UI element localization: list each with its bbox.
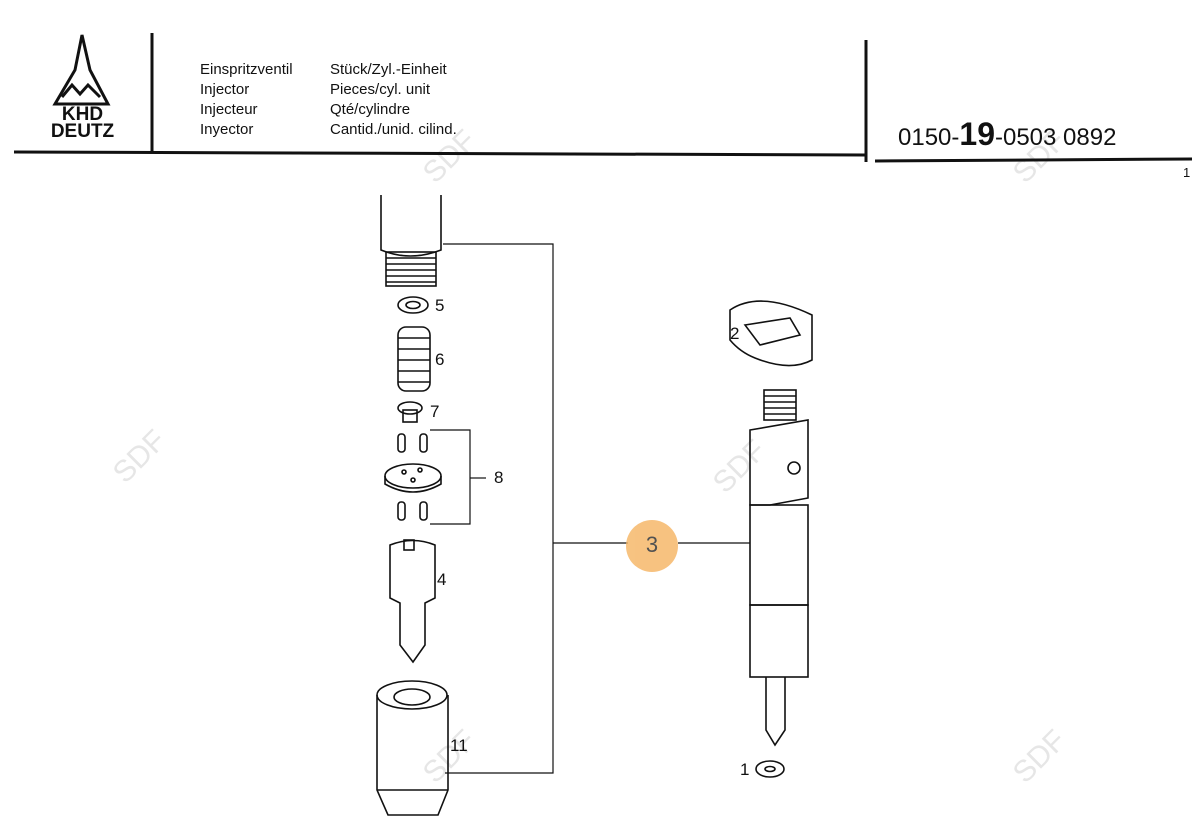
callout-3-highlighted[interactable]: 3 (626, 520, 678, 572)
unit-label-es: Cantid./unid. cilind. (330, 121, 457, 138)
doc-number-suffix: -0503 0892 (994, 124, 1117, 151)
nozzle-retaining-nut[interactable] (376, 680, 449, 816)
callout-3-label: 3 (645, 532, 659, 557)
logo-line-1: KHD (61, 104, 104, 125)
nozzle-holder-body (380, 195, 442, 287)
callout-6[interactable]: 6 (435, 350, 445, 369)
callout-5[interactable]: 5 (435, 296, 445, 315)
unit-label-list: Stück/Zyl.-Einheit Pieces/cyl. unit Qté/… (330, 60, 457, 140)
part-name-en: Injector (200, 81, 250, 98)
logo-line-2: DEUTZ (50, 121, 115, 142)
pressure-pin[interactable] (397, 401, 423, 423)
assembled-injector[interactable] (729, 300, 813, 778)
callout-4[interactable]: 4 (437, 570, 447, 589)
unit-label-de: Stück/Zyl.-Einheit (330, 61, 447, 78)
part-name-fr: Injecteur (200, 101, 258, 118)
document-number: 0150-19-0503 0892 (898, 116, 1116, 153)
unit-label-fr: Qté/cylindre (330, 101, 411, 118)
deutz-logo-icon (52, 34, 111, 106)
unit-label-en: Pieces/cyl. unit (330, 81, 431, 98)
logo-text: KHD DEUTZ (35, 104, 130, 142)
leader-lines (430, 243, 750, 774)
doc-number-prefix: 0150- (898, 124, 960, 151)
callout-11[interactable]: 11 (450, 736, 468, 755)
page-number: 1 (1183, 165, 1191, 180)
shim-washer[interactable] (397, 296, 429, 314)
compression-spring[interactable] (397, 326, 431, 392)
callout-8[interactable]: 8 (494, 468, 504, 487)
part-name-de: Einspritzventil (200, 61, 293, 78)
callout-7[interactable]: 7 (430, 402, 440, 421)
nozzle[interactable] (389, 539, 436, 664)
part-name-es: Inyector (200, 121, 254, 138)
doc-number-group: 19 (959, 116, 995, 152)
callout-2[interactable]: 2 (730, 324, 740, 343)
callout-1[interactable]: 1 (740, 760, 750, 779)
part-name-list: Einspritzventil Injector Injecteur Inyec… (200, 60, 293, 140)
header-lines (13, 33, 1193, 163)
intermediate-disc-set[interactable] (384, 433, 442, 521)
